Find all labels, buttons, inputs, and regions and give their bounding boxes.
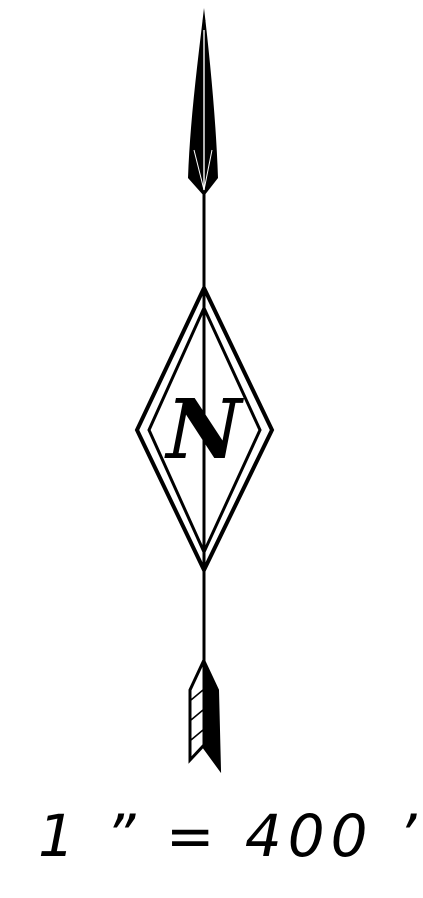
north-letter: N [164,382,245,478]
arrow-tip-icon [188,8,218,196]
arrow-fletching-icon [190,660,220,770]
map-scale-label: 1 ” = 400 ’ [0,796,423,876]
